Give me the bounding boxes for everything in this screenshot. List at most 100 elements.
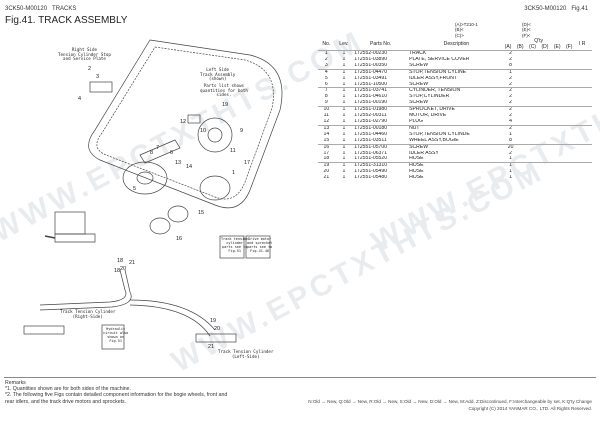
callout-20: 20 [120, 266, 127, 272]
callout-12: 12 [180, 119, 187, 125]
arrow-icon [44, 235, 56, 239]
qty-col-d: (D) [541, 44, 549, 50]
cell-qty-empty [561, 124, 573, 132]
cell-qty-empty [550, 143, 562, 151]
hose-icon [39, 269, 132, 311]
callout-6: 6 [170, 150, 174, 156]
label-parts-list-note: Parts list shows quantities for both sid… [200, 83, 248, 98]
remarks: Remarks *1. Quantities shown are for bot… [5, 380, 227, 405]
qty-subheaders: (A) (B) (C) (D) (E) (F) [505, 44, 573, 50]
cell-description: STOP,CYLINDER [409, 94, 450, 100]
cell-qty-a: 1 [504, 162, 517, 170]
cell-qty-a: 1 [509, 156, 512, 162]
cell-no: 11 [323, 113, 329, 119]
col-desc: Description [443, 41, 470, 47]
callout-9: 9 [240, 128, 244, 134]
cell-qty-a: 1 [509, 175, 512, 181]
cell-part-number: 172551-05480 [354, 175, 388, 181]
bogie-wheel-icon [167, 205, 189, 223]
cell-qty-empty [516, 106, 528, 114]
cell-qty-empty [561, 68, 573, 76]
machine-body-icon [54, 211, 86, 235]
cell-no: 8 [324, 94, 328, 100]
callout-17: 17 [244, 160, 251, 166]
col-ir: I R [578, 41, 586, 47]
doc-code: 3CK50-M00120 [5, 6, 48, 12]
cell-qty-empty [550, 124, 562, 132]
cell-lev: 1 [342, 137, 346, 143]
col-qty: Q'ty (A) (B) (C) (D) (E) (F) [505, 38, 573, 51]
cell-part-number: 172551-31310 [353, 162, 409, 170]
cell-lev: 1 [342, 113, 346, 119]
cell-qty-empty [538, 87, 551, 95]
cell-no: 10 [318, 106, 335, 114]
cell-qty-empty [538, 143, 551, 151]
cell-qty-empty [516, 124, 528, 132]
callout-8: 8 [150, 150, 154, 156]
cell-qty-empty [527, 124, 539, 132]
cell-description: PLUG [409, 118, 423, 124]
variant-legend-left: (A)>T210-1 (B)< (C)> [455, 22, 478, 38]
cylinder-left-icon [195, 333, 237, 343]
cell-qty-empty [550, 87, 562, 95]
cell-description: HOSE [409, 175, 424, 181]
cell-qty-empty [561, 175, 572, 181]
cell-description: MOTOR, DRIVE [409, 113, 447, 119]
cell-qty-empty [539, 175, 550, 181]
cell-part-number: 172551-03491 [354, 75, 388, 81]
cell-no: 13 [318, 124, 335, 132]
cell-qty-empty [572, 175, 592, 181]
cell-description: PLATE, SERVICE COVER [409, 56, 470, 62]
cell-description: WHEEL ASSY,BOGIE [409, 137, 459, 143]
cell-part-number: 172551-00190 [354, 100, 388, 106]
bogie-wheel-icon [149, 217, 171, 235]
copyright: Copyright (C) 2014 YANMAR CO., LTD. All … [468, 406, 592, 411]
cell-lev: 1 [342, 156, 346, 162]
cell-qty-empty [527, 162, 539, 170]
col-lev: Lev. [339, 41, 349, 47]
cell-description: SCREW [409, 81, 429, 87]
cell-description: STOP,TENSION CYLINE [408, 68, 505, 76]
qty-col-b: (B) [516, 44, 524, 50]
cell-qty-empty [561, 162, 573, 170]
idler-hub [136, 171, 154, 185]
cell-description: SCREW [409, 62, 429, 68]
hose-icon [39, 269, 127, 306]
cell-qty-empty [538, 124, 551, 132]
cell-lev: 1 [342, 150, 346, 156]
cell-qty-empty [538, 162, 551, 170]
callout-18b: 18 [114, 268, 121, 274]
remarks-heading: Remarks [5, 380, 26, 386]
cell-lev: 1 [334, 162, 354, 170]
fig-number: Fig.41 [571, 6, 588, 12]
header-left: 3CK50-M00120 TRACKS [5, 6, 76, 12]
variant-legend-right: (D)< (E)< (F)< [522, 22, 531, 38]
cell-description: IDLER ASSY [409, 150, 439, 156]
cell-qty-a: 2 [509, 100, 512, 106]
cell-description: IDLER ASSY,FRONT [409, 75, 458, 81]
page-title: Fig.41. TRACK ASSEMBLY [5, 15, 128, 26]
track-assembly-diagram [23, 39, 283, 350]
remarks-line-3: rear idlers, and the track drive motors … [5, 398, 127, 405]
cell-no: 17 [323, 150, 330, 156]
track-outline [88, 39, 283, 209]
cell-lev: 1 [334, 87, 354, 95]
cell-qty-empty [572, 106, 592, 114]
cell-qty-a: 20 [504, 143, 517, 151]
cell-qty-a: 2 [509, 113, 512, 119]
qty-col-c: (C) [529, 44, 536, 50]
sprocket-hub [207, 127, 223, 143]
cell-lev: 1 [342, 81, 346, 87]
cell-no: 20 [323, 169, 330, 175]
plug-icon [187, 114, 201, 124]
change-legend: N:Old → New, Q:Old → New, R:Old → New, S… [308, 399, 592, 404]
cell-qty-empty [572, 49, 592, 57]
cell-qty-empty [527, 87, 539, 95]
